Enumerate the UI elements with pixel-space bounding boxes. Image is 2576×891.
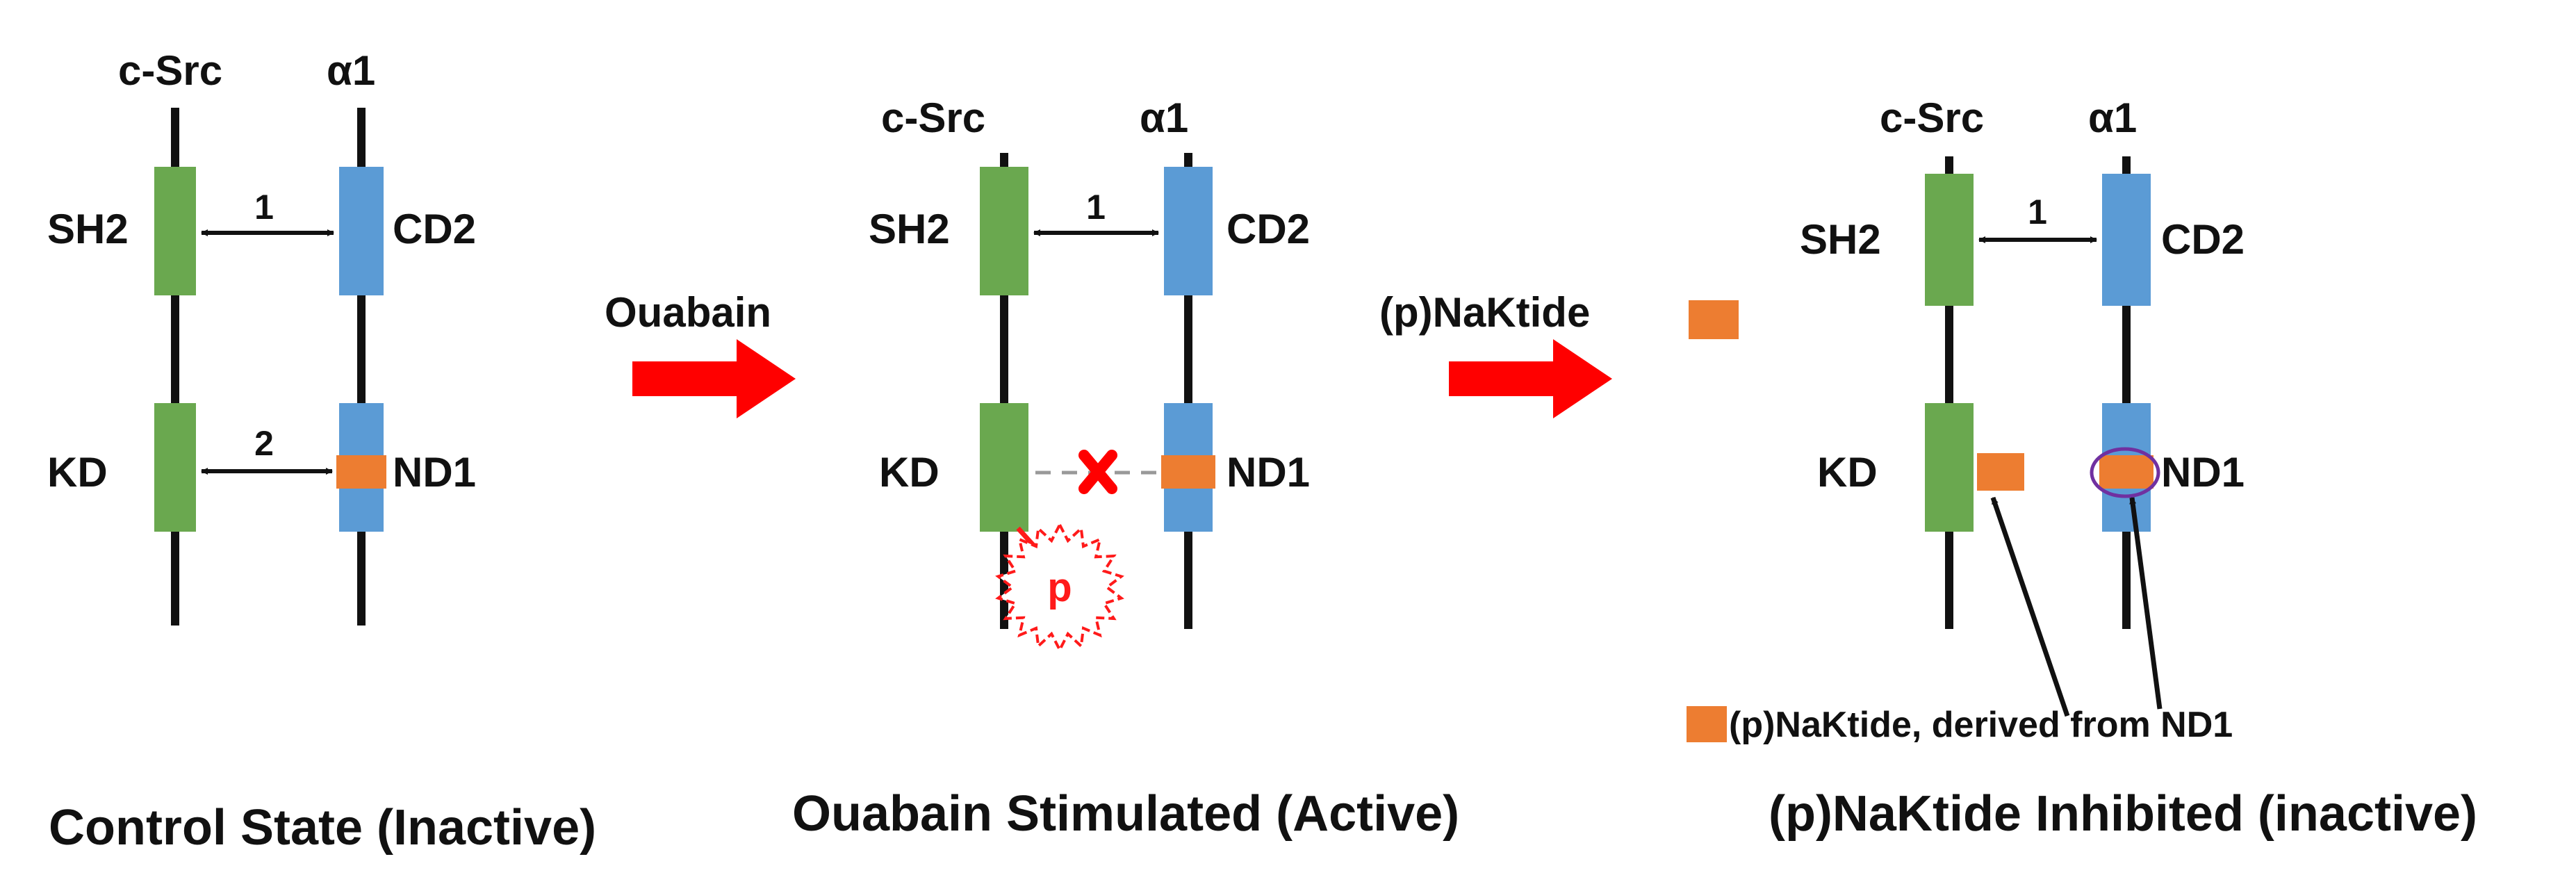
kd-label: KD [879, 449, 940, 496]
csrc-label: c-Src [118, 47, 222, 94]
ouabain-caption: Ouabain Stimulated (Active) [792, 786, 1459, 842]
cd2-domain [1164, 167, 1213, 295]
ouabain-label: Ouabain [605, 289, 771, 336]
bound-naktide-peptide [1977, 453, 2024, 491]
csrc-label: c-Src [881, 95, 985, 141]
alpha1-label: α1 [2088, 95, 2137, 141]
legend-swatch [1687, 706, 1727, 742]
cd2-label: CD2 [2161, 216, 2245, 263]
interaction-2-label: 2 [254, 424, 274, 463]
nd1-label: ND1 [393, 449, 476, 496]
sh2-label: SH2 [1800, 216, 1881, 263]
sh2-domain [154, 167, 196, 295]
naktide-region [336, 455, 386, 489]
cross-icon [1078, 450, 1117, 494]
cd2-label: CD2 [1227, 206, 1310, 252]
kd-label: KD [1817, 449, 1878, 496]
pointer-arrow-kd [1990, 496, 2070, 717]
cd2-label: CD2 [393, 206, 476, 252]
nd1-label: ND1 [1227, 449, 1310, 496]
pointer-arrow-nd1 [2129, 497, 2163, 710]
panel-naktide: c-Src α1 SH2 CD2 KD ND1 1 (p)NaKtide, de… [1687, 95, 2477, 842]
sh2-domain [980, 167, 1028, 295]
naktide-region [1161, 455, 1215, 489]
sh2-label: SH2 [47, 206, 129, 252]
naktide-transition-label: (p)NaKtide [1379, 289, 1590, 336]
interaction-1-label: 1 [1086, 188, 1106, 227]
sh2-label: SH2 [869, 206, 950, 252]
kd-domain [980, 403, 1028, 532]
red-arrow-icon [632, 339, 796, 418]
panel-ouabain: c-Src α1 SH2 CD2 KD ND1 1 p Ouabain Stim… [792, 95, 1459, 842]
naktide-peptide-icon [1689, 300, 1739, 339]
highlight-oval [2090, 447, 2160, 498]
cd2-domain [339, 167, 384, 295]
kd-domain [1925, 403, 1974, 532]
phospho-label: p [1047, 565, 1072, 610]
interaction-1-label: 1 [254, 188, 274, 227]
red-arrow-icon [1449, 339, 1612, 418]
transition-naktide: (p)NaKtide [1379, 289, 1739, 418]
alpha1-label: α1 [327, 47, 375, 94]
panel-control: c-Src α1 SH2 CD2 KD ND1 1 2 Control Stat… [47, 47, 596, 856]
interaction-1-label: 1 [2028, 193, 2047, 231]
naktide-caption: (p)NaKtide Inhibited (inactive) [1769, 786, 2477, 842]
csrc-label: c-Src [1880, 95, 1984, 141]
control-caption: Control State (Inactive) [49, 800, 596, 856]
transition-ouabain: Ouabain [605, 289, 796, 418]
cd2-domain [2102, 174, 2151, 306]
starburst-icon [995, 521, 1124, 653]
kd-label: KD [47, 449, 108, 496]
legend-text: (p)NaKtide, derived from ND1 [1729, 705, 2233, 745]
sh2-domain [1925, 174, 1974, 306]
naktide-region [2099, 455, 2153, 489]
alpha1-label: α1 [1140, 95, 1188, 141]
nd1-label: ND1 [2161, 449, 2245, 496]
kd-domain [154, 403, 196, 532]
